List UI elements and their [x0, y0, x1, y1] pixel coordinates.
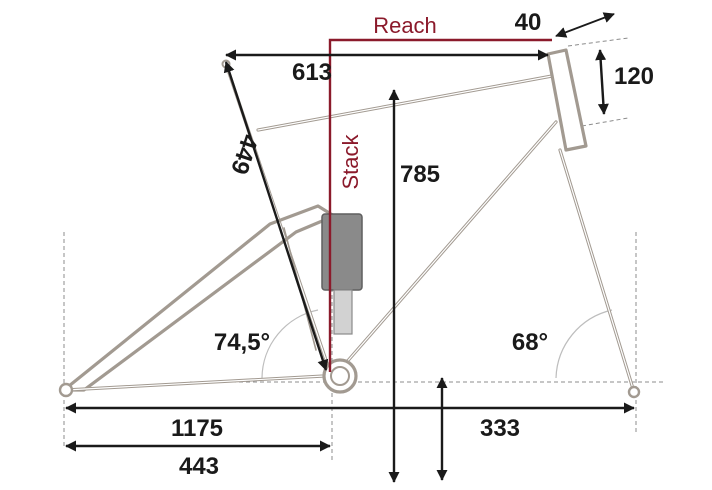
bottom-bracket-inner — [330, 366, 350, 386]
stack-height-label: 785 — [400, 161, 440, 188]
headtube-length-label: 120 — [614, 63, 654, 90]
stack-label: Stack — [338, 133, 363, 189]
rear-axle — [58, 382, 74, 398]
chainstay-label: 443 — [179, 453, 219, 480]
head-angle-label: 68° — [512, 329, 548, 356]
seat-tube-label: 449 — [225, 131, 263, 177]
rear-shock — [321, 213, 363, 291]
wheelbase-label: 1175 — [171, 415, 223, 442]
seat-tube-arrow — [223, 61, 329, 371]
bb-drop-label: 333 — [480, 415, 520, 442]
headtube-top-guide — [567, 37, 629, 47]
dimension-arrows — [65, 12, 635, 483]
reach-stack-line — [328, 38, 552, 372]
head-angle-arc — [555, 309, 613, 379]
dimension-labels: 613 40 120 449 785 74,5° 68° 1175 443 33… — [171, 9, 654, 480]
headtube-length-arrow — [595, 49, 609, 115]
reach-label: Reach — [373, 13, 437, 38]
head-tube — [546, 48, 588, 152]
seat-stay-link — [62, 204, 336, 392]
shock-shaft — [333, 289, 353, 335]
front-axle — [627, 385, 641, 399]
offset-arrow — [555, 12, 615, 38]
reach-stack-lines: Reach Stack — [328, 13, 552, 372]
top-length-label: 613 — [292, 59, 332, 86]
offset-label: 40 — [515, 9, 542, 36]
seat-angle-label: 74,5° — [214, 329, 270, 356]
reference-guides — [63, 37, 664, 460]
headtube-bottom-guide — [581, 117, 629, 127]
bike-frame — [58, 48, 641, 399]
